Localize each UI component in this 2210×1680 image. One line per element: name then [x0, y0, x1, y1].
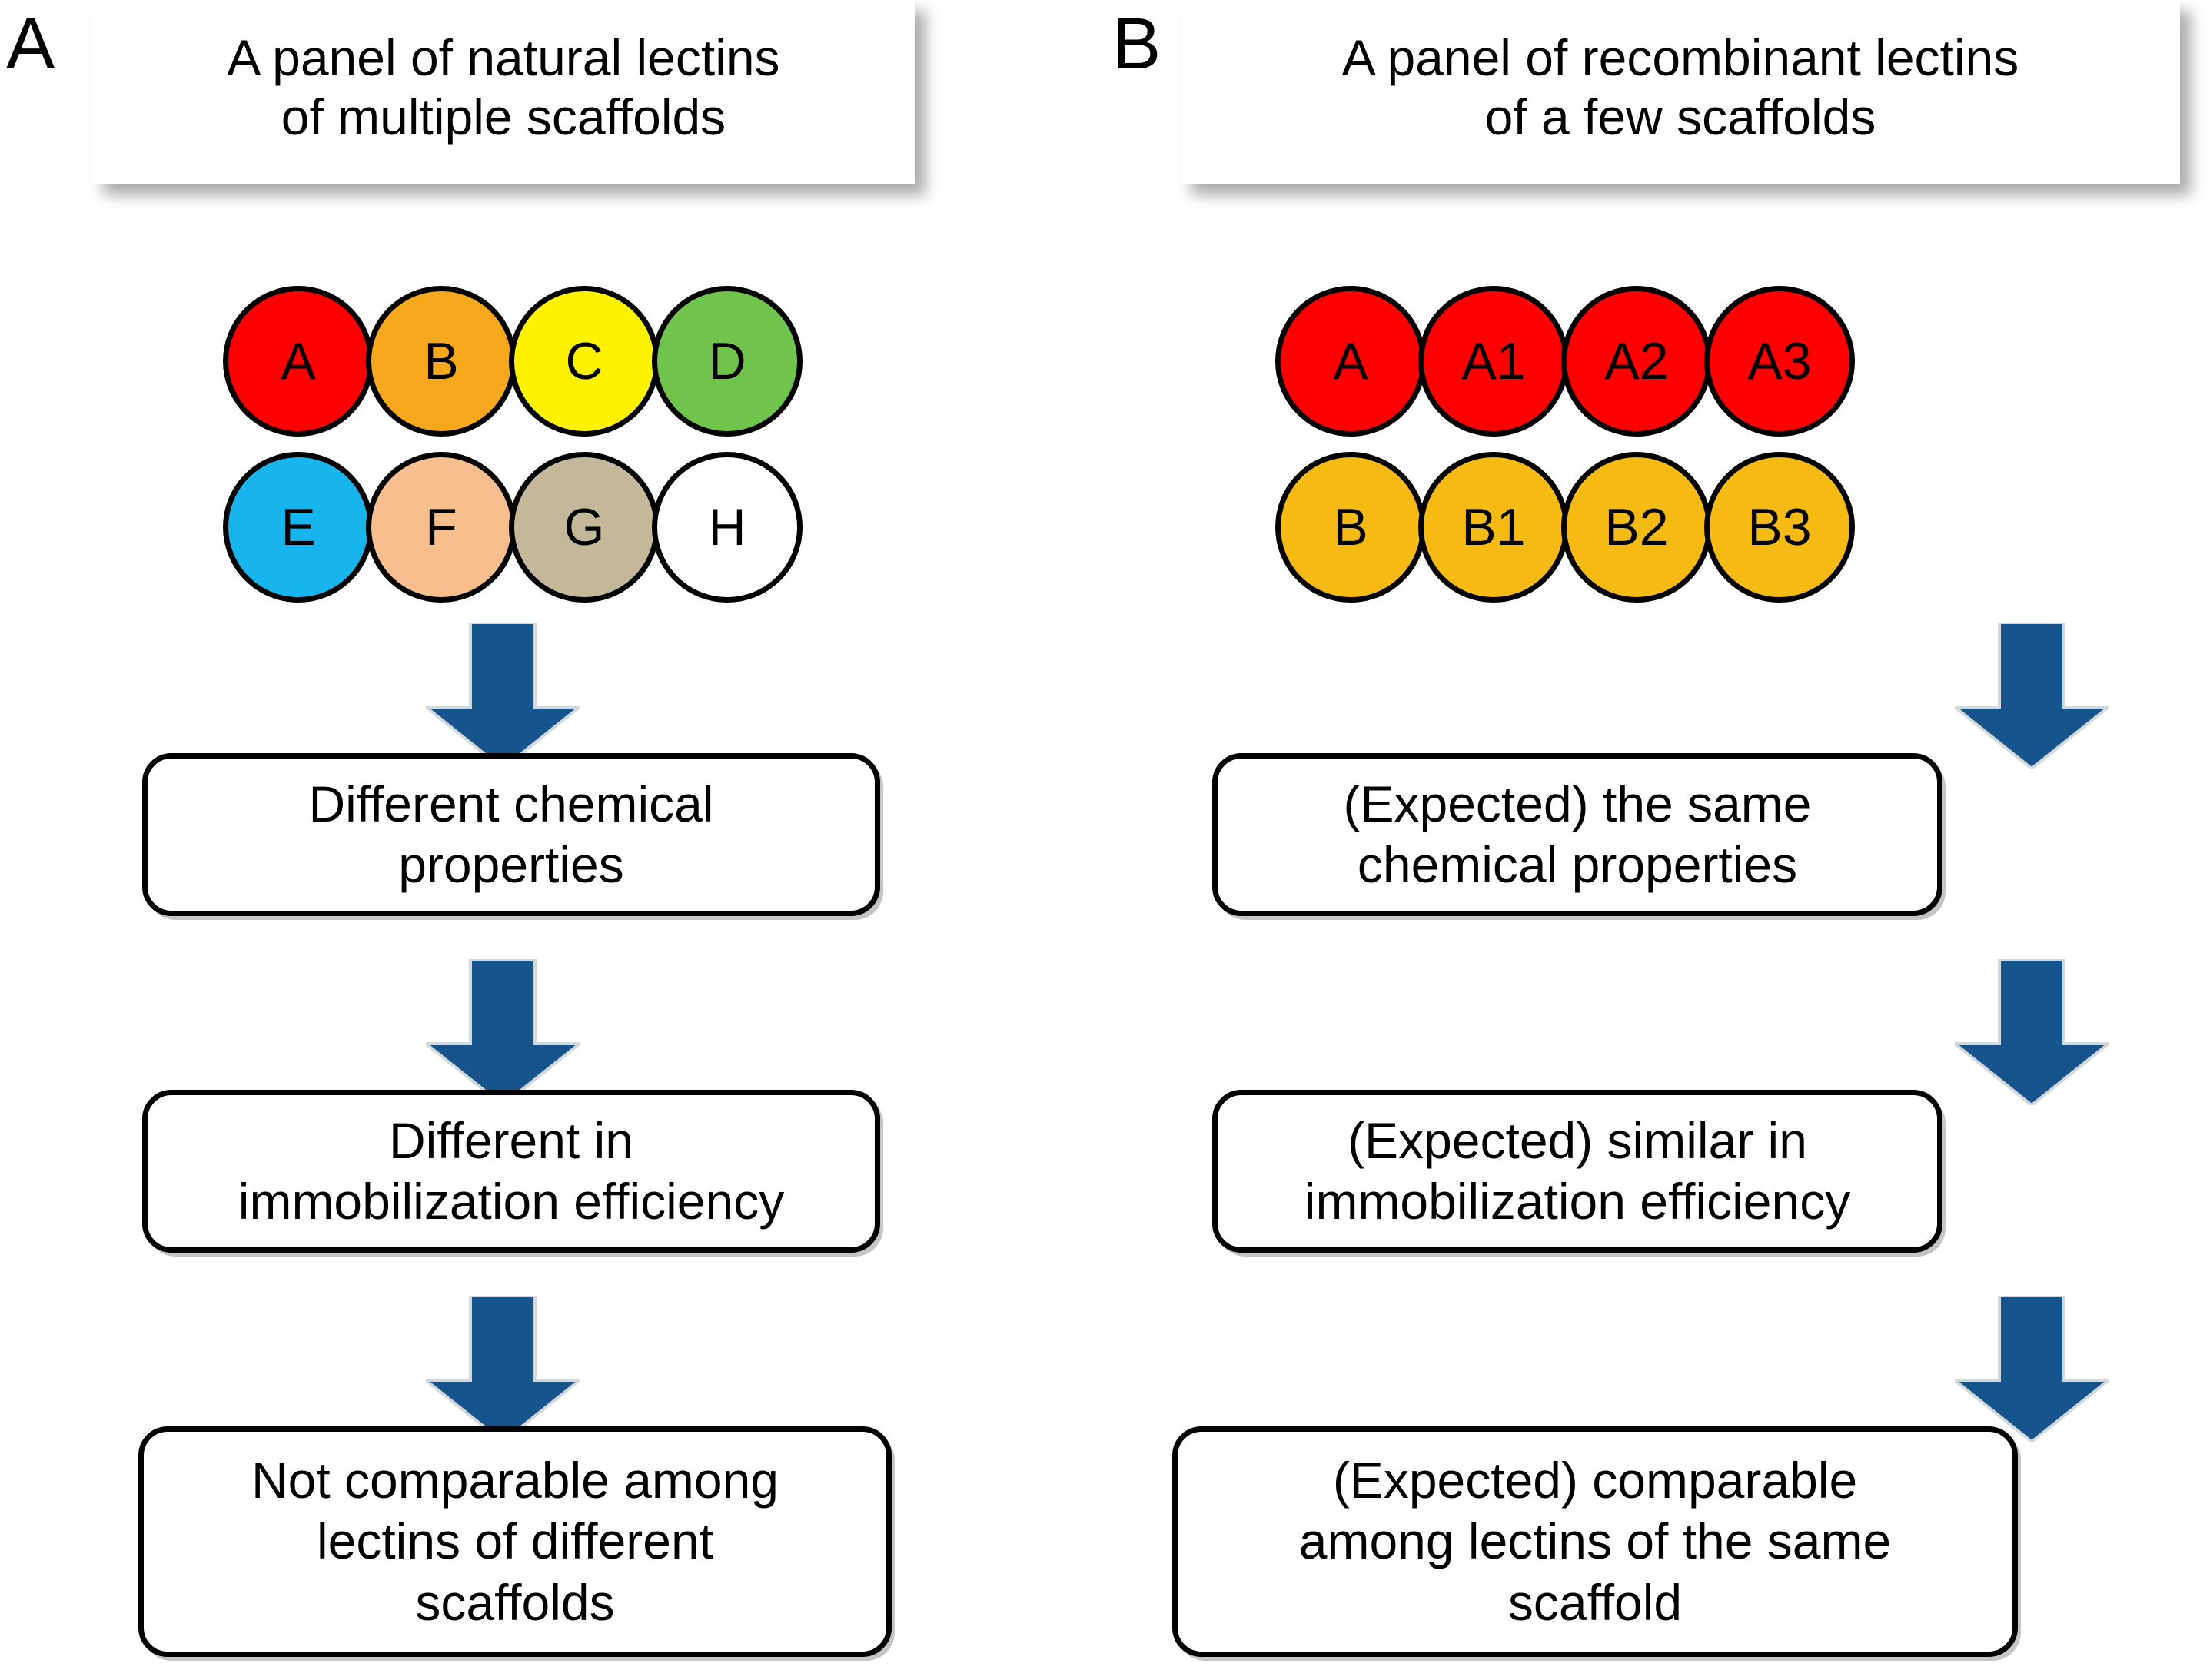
- lectin-circle-label: A3: [1747, 332, 1812, 390]
- flow-box-a-3: Not comparable among lectins of differen…: [138, 1426, 892, 1657]
- flow-box-text: (Expected) similar in immobilization eff…: [1304, 1111, 1851, 1230]
- lectin-circle-a[interactable]: A: [223, 286, 374, 437]
- lectin-circle-label: A: [1333, 332, 1368, 390]
- panel-b-letter: B: [1112, 3, 1161, 85]
- flow-box-a-2: Different in immobilization efficiency: [142, 1090, 880, 1253]
- panel-b-title-text: A panel of recombinant lectins of a few …: [1341, 28, 2019, 145]
- down-arrow-icon: [1955, 1296, 2109, 1442]
- flow-box-text: Different chemical properties: [308, 775, 714, 893]
- lectin-circle-label: A1: [1461, 332, 1526, 390]
- flow-box-b-1: (Expected) the same chemical properties: [1212, 753, 1942, 916]
- flow-box-b-2: (Expected) similar in immobilization eff…: [1212, 1090, 1942, 1253]
- flow-box-b-3: (Expected) comparable among lectins of t…: [1172, 1426, 2018, 1657]
- lectin-circle-label: C: [565, 332, 603, 390]
- down-arrow-icon: [426, 959, 580, 1105]
- lectin-circle-label: E: [281, 498, 316, 556]
- lectin-circle-a[interactable]: A: [1275, 286, 1426, 437]
- panel-a-title-text: A panel of natural lectins of multiple s…: [227, 28, 780, 145]
- lectin-circle-label: G: [563, 498, 605, 556]
- lectin-circle-label: D: [708, 332, 746, 390]
- panel-a-circle-row-1: A B C D: [223, 286, 803, 437]
- flow-box-text: Not comparable among lectins of differen…: [251, 1452, 779, 1631]
- lectin-circle-b1[interactable]: B1: [1418, 452, 1569, 603]
- lectin-circle-b3[interactable]: B3: [1704, 452, 1855, 603]
- lectin-circle-label: B: [1333, 498, 1368, 556]
- lectin-circle-e[interactable]: E: [223, 452, 374, 603]
- flow-box-text: Different in immobilization efficiency: [238, 1111, 785, 1230]
- lectin-circle-a3[interactable]: A3: [1704, 286, 1855, 437]
- panel-a-title-card: A panel of natural lectins of multiple s…: [92, 0, 915, 184]
- lectin-circle-b[interactable]: B: [366, 286, 517, 437]
- panel-a: A A panel of natural lectins of multiple…: [6, 0, 915, 1657]
- lectin-circle-label: B2: [1604, 498, 1669, 556]
- lectin-circle-label: A: [281, 332, 316, 390]
- lectin-circle-label: B1: [1461, 498, 1526, 556]
- lectin-circle-g[interactable]: G: [509, 452, 660, 603]
- lectin-circle-b[interactable]: B: [1275, 452, 1426, 603]
- lectin-circle-a2[interactable]: A2: [1561, 286, 1712, 437]
- down-arrow-icon: [426, 623, 580, 769]
- panel-a-circle-row-2: E F G H: [223, 452, 803, 603]
- lectin-circle-label: B: [424, 332, 459, 390]
- lectin-circle-label: A2: [1604, 332, 1669, 390]
- flow-box-a-1: Different chemical properties: [142, 753, 880, 916]
- panel-b: B A panel of recombinant lectins of a fe…: [1105, 0, 2210, 1680]
- lectin-circle-label: H: [708, 498, 746, 556]
- down-arrow-icon: [1955, 959, 2109, 1105]
- lectin-circle-label: F: [425, 498, 457, 556]
- flow-box-text: (Expected) comparable among lectins of t…: [1298, 1452, 1892, 1631]
- lectin-circle-a1[interactable]: A1: [1418, 286, 1569, 437]
- lectin-circle-f[interactable]: F: [366, 452, 517, 603]
- lectin-circle-d[interactable]: D: [652, 286, 803, 437]
- lectin-circle-c[interactable]: C: [509, 286, 660, 437]
- down-arrow-icon: [1955, 623, 2109, 769]
- panel-b-circle-row-2: B B1 B2 B3: [1275, 452, 1855, 603]
- lectin-circle-label: B3: [1747, 498, 1812, 556]
- panel-b-circle-row-1: A A1 A2 A3: [1275, 286, 1855, 437]
- lectin-circle-h[interactable]: H: [652, 452, 803, 603]
- panel-b-title-card: A panel of recombinant lectins of a few …: [1181, 0, 2180, 184]
- lectin-circle-b2[interactable]: B2: [1561, 452, 1712, 603]
- flow-box-text: (Expected) the same chemical properties: [1343, 775, 1812, 893]
- down-arrow-icon: [426, 1296, 580, 1442]
- panel-a-letter: A: [6, 3, 55, 85]
